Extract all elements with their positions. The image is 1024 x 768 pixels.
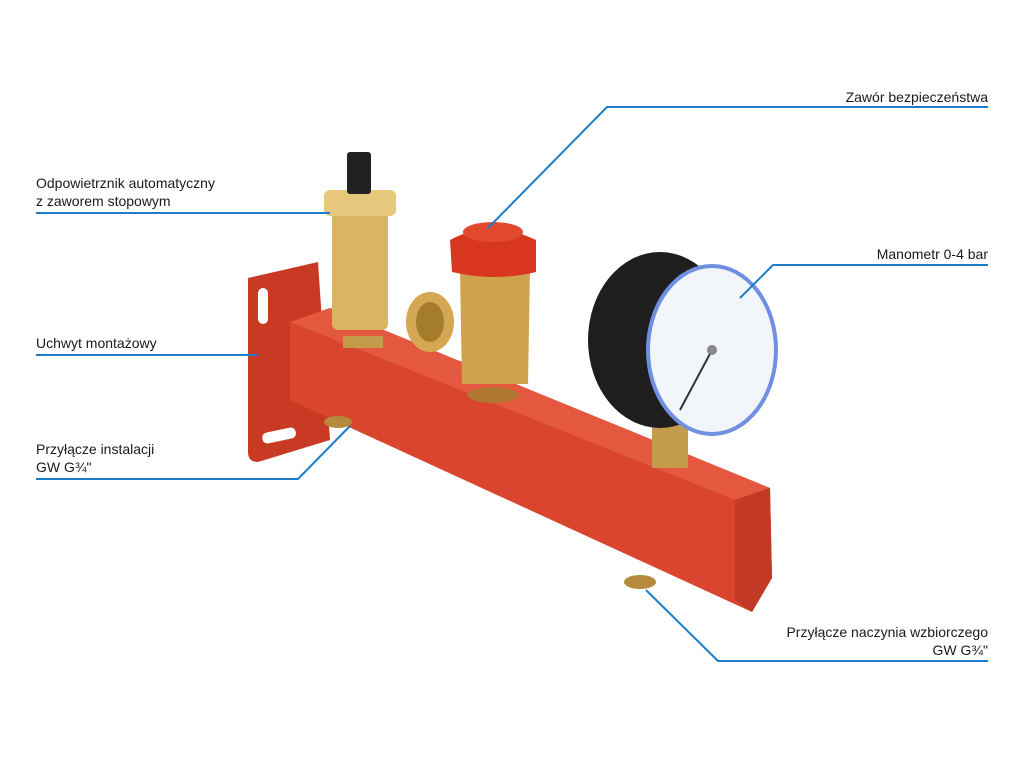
label-safety-valve: Zawór bezpieczeństwa bbox=[845, 89, 988, 105]
label-gauge: Manometr 0-4 bar bbox=[876, 246, 988, 262]
label-air-vent-line2: z zaworem stopowym bbox=[36, 193, 171, 209]
label-install-connection-line2: GW G¾" bbox=[36, 459, 92, 475]
label-air-vent-line1: Odpowietrznik automatyczny bbox=[36, 175, 215, 191]
label-vessel-connection-line1: Przyłącze naczynia wzbiorczego bbox=[786, 624, 988, 640]
label-install-connection-line1: Przyłącze instalacji bbox=[36, 441, 155, 457]
bracket-slot bbox=[262, 427, 296, 444]
safety-valve bbox=[460, 268, 530, 384]
label-install-connection: Przyłącze instalacji GW G¾" bbox=[36, 440, 154, 476]
bracket-slot bbox=[258, 288, 268, 324]
callout-line-gauge bbox=[739, 264, 988, 299]
install-connection bbox=[324, 416, 352, 428]
callout-line-install-connection bbox=[36, 425, 351, 480]
callout-line-vessel-connection bbox=[645, 589, 988, 662]
label-bracket: Uchwyt montażowy bbox=[36, 335, 157, 351]
label-air-vent: Odpowietrznik automatyczny z zaworem sto… bbox=[36, 174, 215, 210]
safety-valve-cap bbox=[450, 229, 536, 277]
vessel-connection bbox=[624, 575, 656, 589]
manifold-beam bbox=[290, 308, 772, 612]
air-vent bbox=[332, 212, 388, 330]
label-vessel-connection: Przyłącze naczynia wzbiorczego GW G¾" bbox=[786, 623, 988, 659]
callout-line-safety-valve bbox=[487, 106, 988, 229]
label-vessel-connection-line2: GW G¾" bbox=[932, 642, 988, 658]
mounting-bracket bbox=[248, 262, 330, 462]
